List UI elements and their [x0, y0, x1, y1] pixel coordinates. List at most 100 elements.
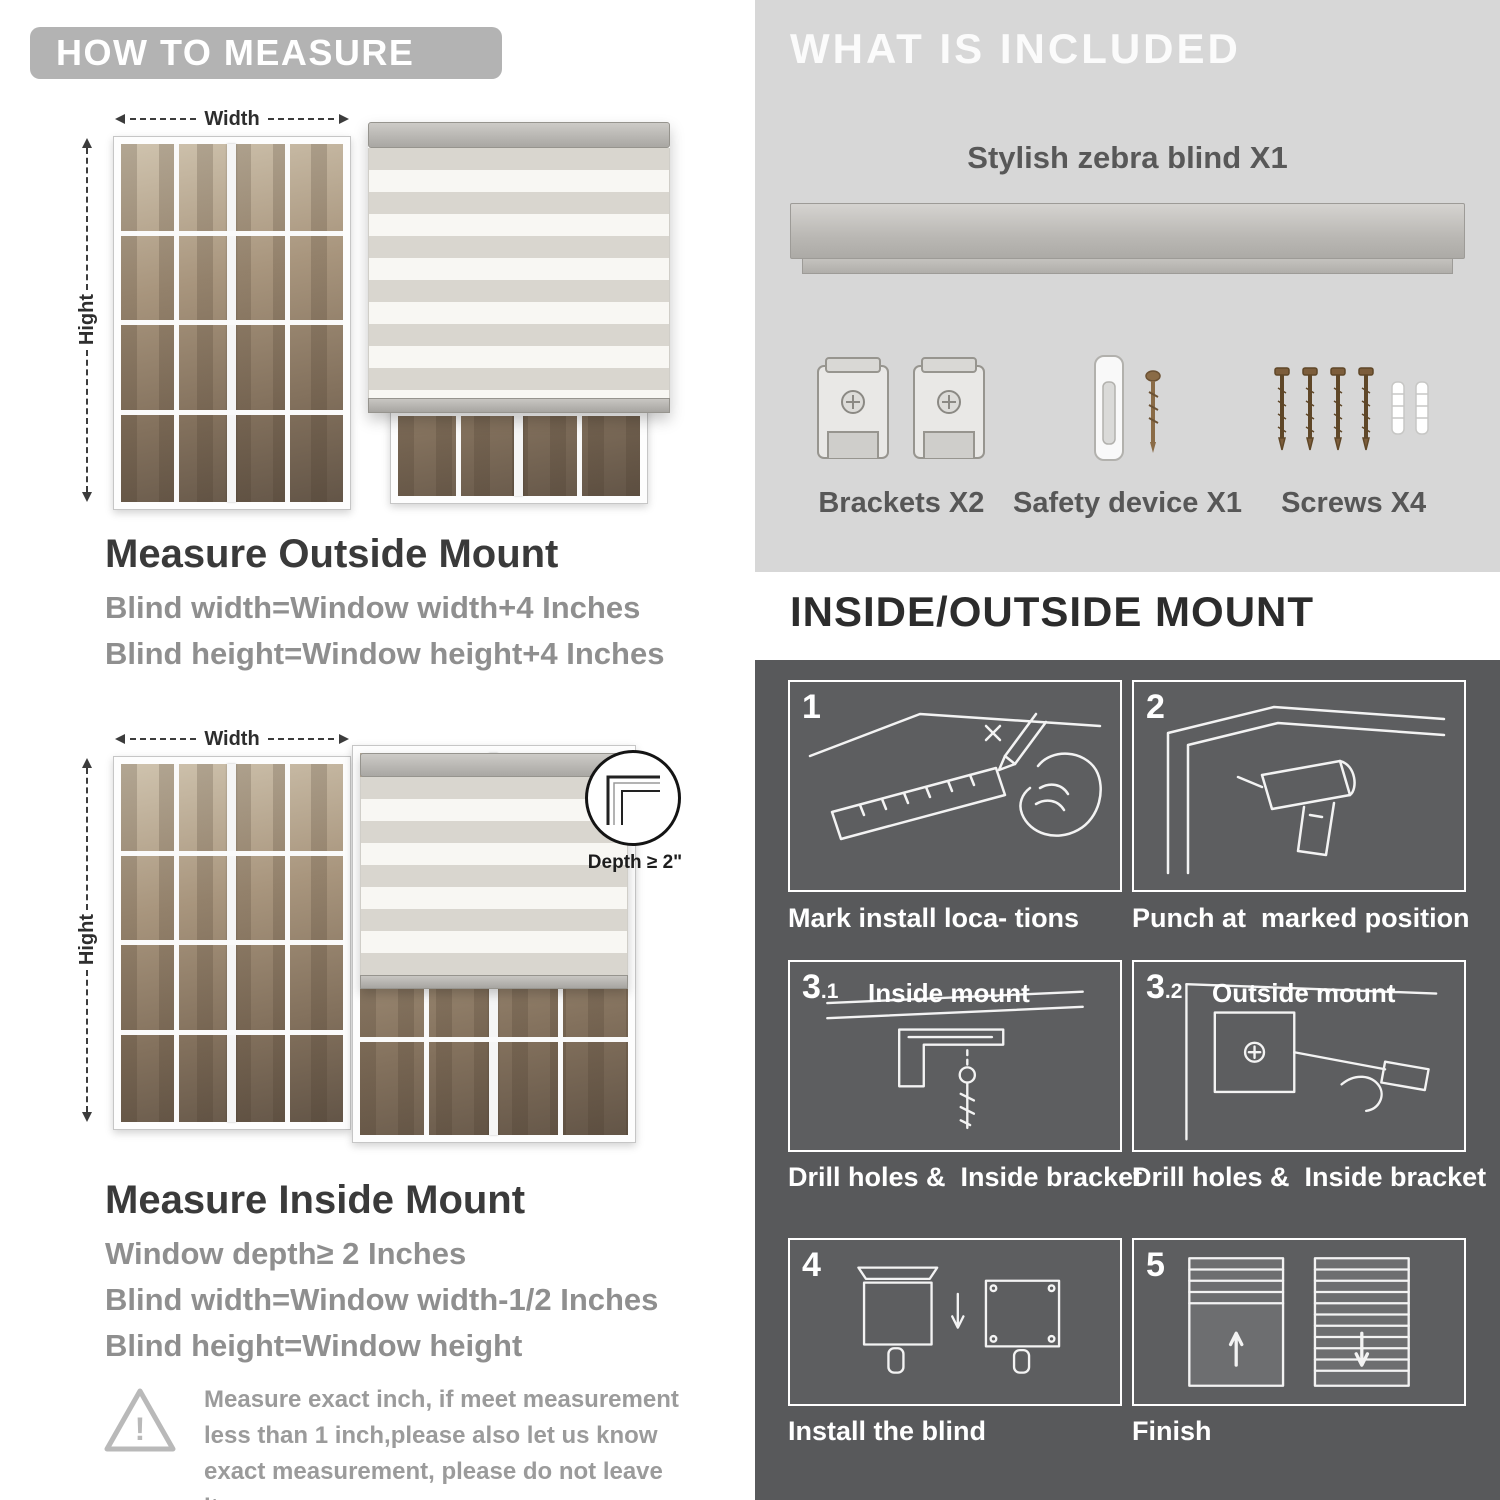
screws-item: [1242, 360, 1465, 470]
depth-callout-circle: [585, 750, 681, 846]
how-to-measure-title: HOW TO MEASURE: [56, 32, 415, 73]
muntin: [398, 410, 640, 416]
arrow-up-icon: [82, 138, 92, 148]
how-to-measure-banner: HOW TO MEASURE: [30, 27, 502, 79]
included-items: [790, 320, 1465, 470]
muntin: [121, 1029, 343, 1035]
included-captions: Brackets X2 Safety device X1 Screws X4: [790, 487, 1465, 520]
arrow-right-icon: [339, 734, 350, 744]
height-arrow: Hight: [75, 758, 99, 1122]
dashed-line: [86, 148, 88, 291]
step-3-2-caption: Drill holes & Inside bracket: [1132, 1162, 1487, 1192]
safety-device-caption: Safety device X1: [1013, 487, 1242, 519]
step-3-1-art: [794, 966, 1116, 1146]
outside-mount-line2: Blind height=Window height+4 Inches: [105, 636, 665, 671]
screws-icon: [1273, 367, 1429, 451]
window-glass: [121, 144, 343, 502]
dashed-line: [130, 738, 197, 740]
height-arrow: Hight: [75, 138, 99, 502]
arrow-left-icon: [115, 734, 125, 744]
inside-window-figure: Width Hight: [75, 728, 355, 1130]
height-label: Hight: [75, 914, 98, 966]
zebra-blind-headrail: [790, 203, 1465, 274]
window-glass: [121, 764, 343, 1122]
width-label: Width: [204, 107, 260, 130]
blind-stripes: [360, 777, 628, 975]
svg-text:!: !: [135, 1411, 146, 1447]
width-label: Width: [204, 727, 260, 750]
step-3-1-cell: 3.1 Inside mount: [788, 960, 1122, 1152]
measure-note: ! Measure exact inch, if meet measuremen…: [100, 1382, 700, 1500]
dashed-line: [86, 349, 88, 492]
mount-section-title: INSIDE/OUTSIDE MOUNT: [790, 588, 1315, 635]
step-2-number: 2: [1146, 688, 1165, 726]
inside-mount-line3: Blind height=Window height: [105, 1328, 523, 1363]
dashed-line: [267, 118, 335, 120]
step-5-number: 5: [1146, 1246, 1165, 1284]
screws-caption: Screws X4: [1281, 487, 1427, 519]
inside-mount-line2: Blind width=Window width-1/2 Inches: [105, 1282, 659, 1317]
arrow-down-icon: [82, 492, 92, 502]
step-4-number: 4: [802, 1246, 821, 1284]
blind-cassette: [360, 753, 628, 777]
step-1-art: [794, 686, 1116, 886]
muntin: [121, 409, 343, 415]
arrow-right-icon: [339, 114, 350, 124]
outside-mount-tag: Outside mount: [1212, 978, 1396, 1008]
step-3-1-caption: Drill holes & Inside bracket: [788, 1162, 1143, 1192]
muntin: [121, 230, 343, 236]
inside-mount-line1: Window depth≥ 2 Inches: [105, 1236, 467, 1271]
outside-window-figure: Width Hight: [75, 108, 355, 510]
brackets-item: [790, 350, 1013, 470]
outside-mount-title: Measure Outside Mount: [105, 532, 559, 576]
headrail-top: [790, 203, 1465, 259]
outside-blind-figure: [368, 122, 670, 504]
step-5-cell: 5: [1132, 1238, 1466, 1406]
arrow-up-icon: [82, 758, 92, 768]
muntin: [121, 320, 343, 325]
height-label: Hight: [75, 294, 98, 346]
blind-bottom-rail: [368, 398, 670, 413]
window-corner-icon: [606, 775, 660, 825]
step-2-art: [1138, 686, 1460, 886]
width-arrow: Width: [115, 727, 350, 750]
step-4-cell: 4: [788, 1238, 1122, 1406]
arrow-left-icon: [115, 114, 125, 124]
muntin: [121, 940, 343, 945]
step-5-caption: Finish: [1132, 1416, 1212, 1446]
step-2-cell: 2: [1132, 680, 1466, 892]
step-3-1-number: 3.1: [802, 968, 839, 1006]
width-arrow: Width: [115, 107, 350, 130]
dashed-line: [86, 768, 88, 911]
step-3-2-number: 3.2: [1146, 968, 1183, 1006]
muntin: [360, 1036, 628, 1042]
step-5-art: [1138, 1244, 1460, 1400]
step-4-art: [794, 1244, 1116, 1400]
window-photo: [113, 136, 351, 510]
warning-icon: !: [104, 1388, 176, 1452]
safety-device-icon: [1093, 355, 1161, 461]
dashed-line: [267, 738, 335, 740]
step-1-number: 1: [802, 688, 821, 726]
step-3-2-cell: 3.2 Outside mount: [1132, 960, 1466, 1152]
blind-bottom-rail: [360, 975, 628, 989]
outside-mount-line1: Blind width=Window width+4 Inches: [105, 590, 641, 625]
blind-cassette: [368, 122, 670, 148]
dashed-line: [86, 969, 88, 1112]
brackets-caption: Brackets X2: [818, 487, 985, 519]
zebra-blind: [368, 122, 670, 413]
inside-mount-title: Measure Inside Mount: [105, 1178, 526, 1222]
step-1-cell: 1: [788, 680, 1122, 892]
brackets-icon: [817, 357, 986, 459]
step-1-caption: Mark install loca- tions: [788, 903, 1080, 933]
muntin: [121, 850, 343, 856]
step-3-2-art: [1138, 966, 1460, 1146]
safety-device-item: [1013, 350, 1243, 470]
window-photo: [113, 756, 351, 1130]
mount-steps-panel: 1 Mark install loca- tions: [755, 660, 1500, 1500]
blind-stripes: [368, 148, 670, 398]
dashed-line: [130, 118, 197, 120]
headrail-lip: [802, 259, 1453, 274]
depth-callout-label: Depth ≥ 2": [587, 852, 683, 873]
